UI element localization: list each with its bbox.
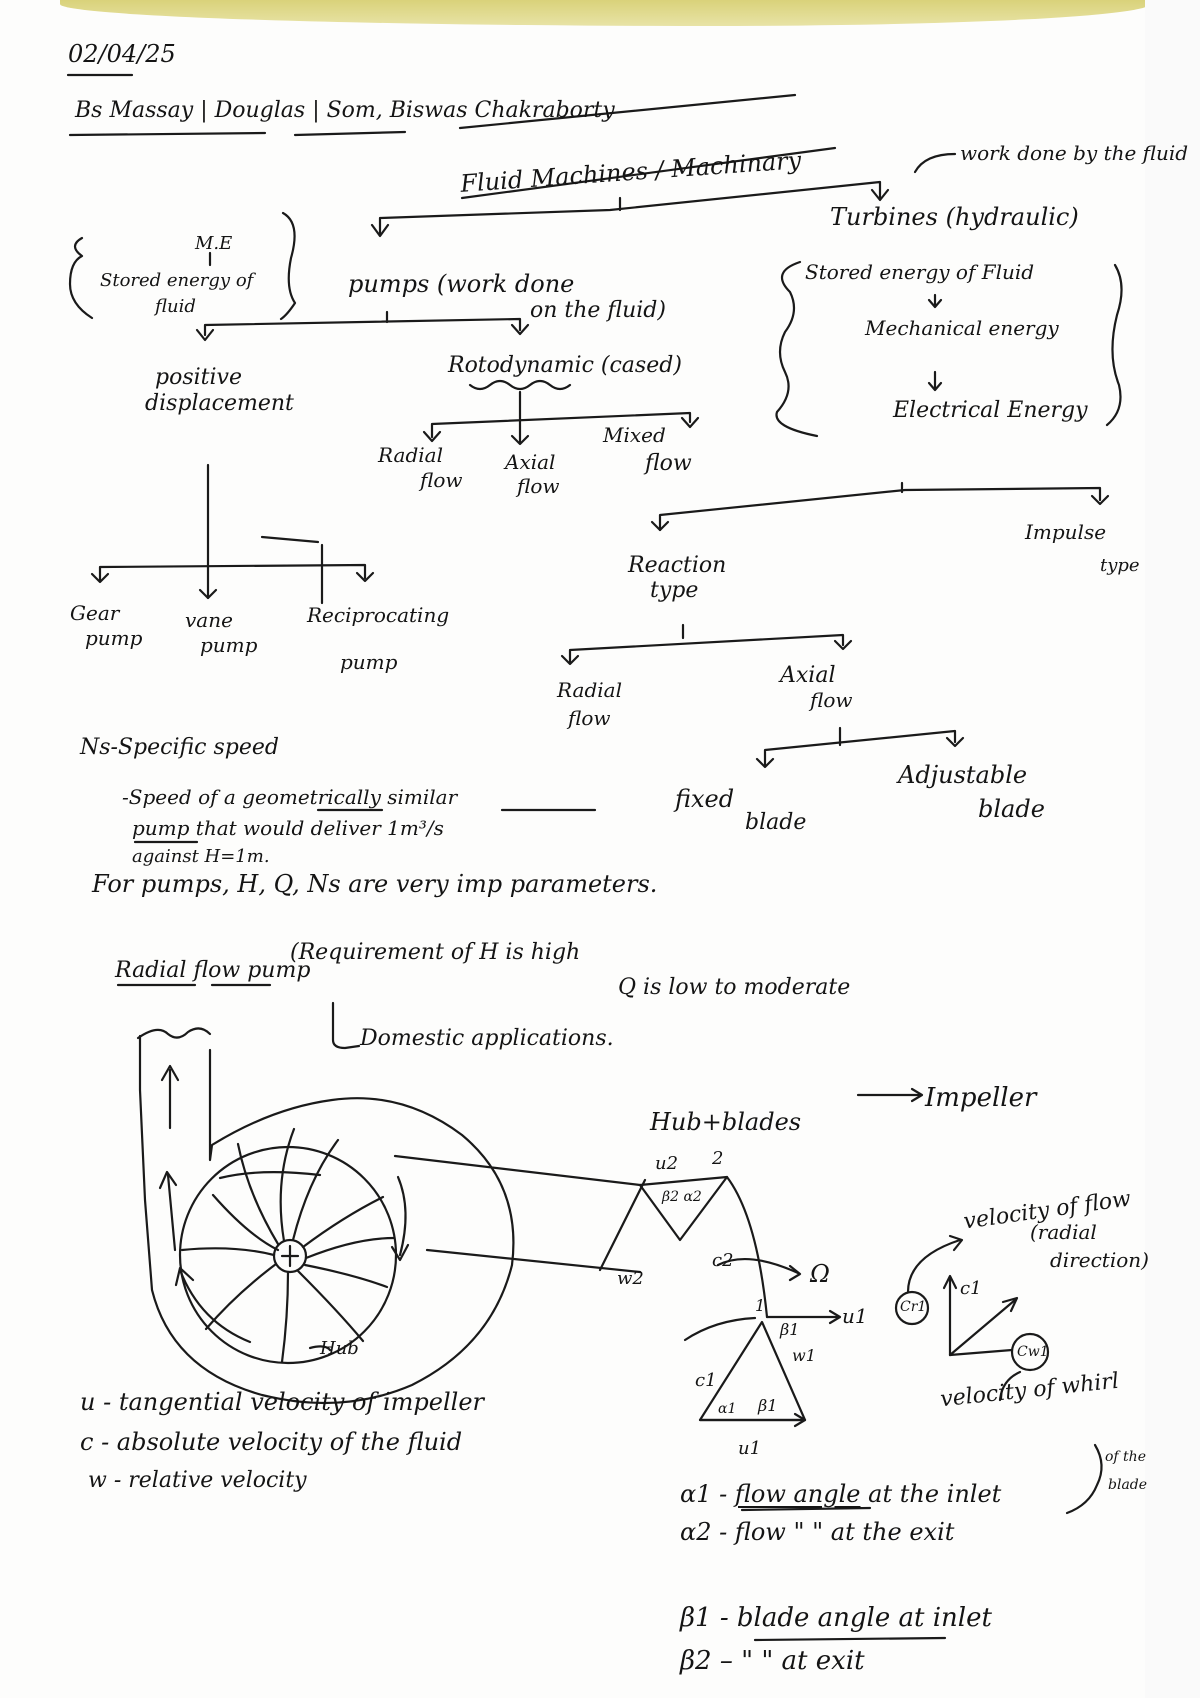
energy-chain-mechanical: Mechanical energy	[865, 316, 1059, 340]
page-right-margin	[1145, 0, 1200, 1698]
radial-direction-note2: direction)	[1050, 1248, 1149, 1272]
impeller-definition: Hub+blades	[650, 1108, 802, 1136]
gear-pump-line2: pump	[85, 626, 143, 650]
c1-label: c1	[960, 1278, 982, 1299]
reaction-axial-flow-2: flow	[810, 688, 853, 712]
radial-requirement-flow: Q is low to moderate	[618, 975, 851, 1000]
specific-speed-def-line1: -Speed of a geometrically similar	[122, 785, 458, 809]
outlet-u2: u2	[655, 1153, 679, 1174]
inlet-u1-top: u1	[842, 1304, 868, 1328]
definition-w: w - relative velocity	[88, 1468, 307, 1493]
definition-u: u - tangential velocity of impeller	[80, 1388, 485, 1416]
positive-displacement-line1: positive	[155, 365, 242, 390]
cw1-label: Cw1	[1017, 1344, 1049, 1360]
definition-c: c - absolute velocity of the fluid	[80, 1428, 463, 1456]
vane-pump-line1: vane	[185, 608, 233, 632]
gear-pump-line1: Gear	[70, 601, 120, 625]
radial-direction-note1: (radial	[1030, 1220, 1097, 1244]
impulse-type-line2: type	[1100, 555, 1140, 576]
work-done-by-note: work done by the fluid	[960, 141, 1189, 165]
inlet-alpha: α1	[718, 1401, 737, 1417]
specific-speed-def-line2: pump that would deliver 1m³/s	[132, 816, 444, 840]
reciprocating-pump-line2: pump	[340, 650, 398, 674]
adjustable-blade-2: blade	[978, 795, 1045, 823]
reference-books: Bs Massay | Douglas | Som, Biswas Chakra…	[75, 98, 615, 123]
radial-requirement-head: (Requirement of H is high	[290, 940, 581, 965]
vane-pump-line2: pump	[200, 633, 258, 657]
inlet-beta-top: β1	[780, 1320, 800, 1339]
brace-note-of-the: of the	[1105, 1449, 1146, 1465]
inlet-beta: β1	[758, 1396, 778, 1415]
fixed-blade-2: blade	[745, 810, 807, 835]
rotodynamic-axial-flow: Axial	[505, 450, 556, 474]
date: 02/04/25	[68, 40, 176, 68]
cr1-label: Cr1	[900, 1299, 927, 1315]
page-title: Fluid Machines / Machinary	[459, 146, 803, 198]
page-top-edge	[60, 0, 1150, 26]
inlet-c1: c1	[695, 1370, 717, 1391]
radial-flow-pump-label: Radial flow pump	[115, 958, 311, 983]
reaction-type-line2: type	[650, 578, 699, 603]
stored-energy-note: Stored energy of	[100, 270, 254, 291]
outlet-c2: c2	[712, 1250, 734, 1271]
alpha1-definition: α1 - flow angle at the inlet	[680, 1480, 1002, 1508]
velocity-of-whirl-label: velocity of whirl	[939, 1368, 1121, 1413]
positive-displacement-line2: displacement	[145, 391, 294, 416]
alpha2-definition: α2 - flow " " at the exit	[680, 1518, 955, 1546]
impulse-type-line1: Impulse	[1025, 520, 1107, 544]
rotodynamic-radial-flow: Radial	[378, 443, 443, 467]
outlet-point: 2	[712, 1148, 724, 1169]
reaction-axial-flow-1: Axial	[780, 663, 836, 688]
beta1-definition: β1 - blade angle at inlet	[680, 1603, 992, 1633]
reaction-radial-flow-1: Radial	[557, 678, 622, 702]
fluid-note: fluid	[155, 296, 196, 317]
hub-label: Hub	[320, 1338, 359, 1359]
beta2-definition: β2 – " " at exit	[680, 1646, 865, 1676]
rotodynamic-axial-flow-2: flow	[517, 474, 560, 498]
rotodynamic-mixed-flow-2: flow	[645, 451, 692, 476]
energy-chain-stored: Stored energy of Fluid	[805, 260, 1035, 284]
omega-label: Ω	[810, 1260, 830, 1288]
inlet-point: 1	[755, 1296, 766, 1315]
specific-speed-def-line3: against H=1m.	[132, 846, 270, 867]
reciprocating-pump-line1: Reciprocating	[307, 603, 450, 627]
impeller-label: Impeller	[925, 1083, 1037, 1113]
energy-chain-electrical: Electrical Energy	[893, 398, 1088, 423]
pumps-label-line2: on the fluid)	[530, 298, 666, 323]
pumps-label: pumps (work done	[348, 270, 575, 298]
rotodynamic-mixed-flow: Mixed	[603, 423, 666, 447]
inlet-w1: w1	[792, 1346, 816, 1365]
fixed-blade-1: fixed	[675, 785, 735, 813]
me-note: M.E	[195, 233, 233, 254]
brace-note-blade: blade	[1108, 1477, 1148, 1493]
reaction-type-line1: Reaction	[628, 553, 727, 578]
outlet-w2: w2	[617, 1268, 644, 1289]
rotodynamic-label: Rotodynamic (cased)	[448, 353, 682, 378]
pump-parameters-note: For pumps, H, Q, Ns are very imp paramet…	[92, 870, 658, 898]
adjustable-blade-1: Adjustable	[898, 761, 1028, 789]
outlet-angles: β2 α2	[662, 1189, 702, 1205]
turbines-label: Turbines (hydraulic)	[830, 203, 1079, 231]
domestic-applications: Domestic applications.	[360, 1026, 614, 1051]
specific-speed-heading: Ns-Specific speed	[80, 735, 279, 760]
reaction-radial-flow-2: flow	[568, 706, 611, 730]
rotodynamic-radial-flow-2: flow	[420, 468, 463, 492]
inlet-u1-bottom: u1	[738, 1438, 762, 1459]
